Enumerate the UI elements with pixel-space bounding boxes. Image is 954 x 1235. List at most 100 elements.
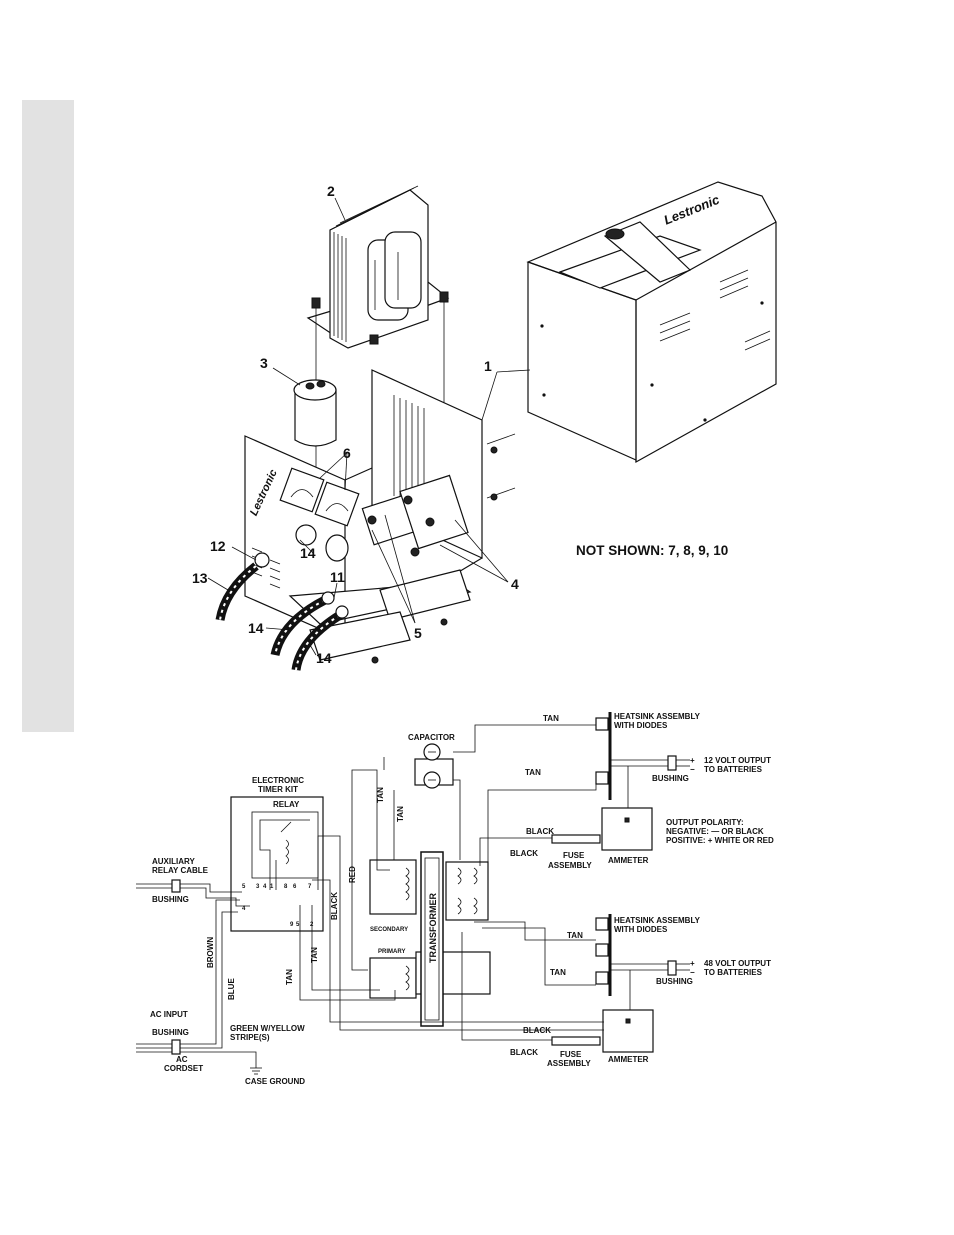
- svg-text:TAN: TAN: [567, 931, 583, 940]
- callout-6: 6: [343, 445, 351, 461]
- svg-text:BLUE: BLUE: [227, 978, 236, 1000]
- callout-numbers: 2 3 1 6 12 13 14 11 14 14 5 4: [192, 183, 519, 666]
- label-bushing-12v: BUSHING: [652, 774, 689, 783]
- plus-12v: +: [690, 756, 695, 765]
- callout-3: 3: [260, 355, 268, 371]
- svg-text:5: 5: [242, 884, 246, 890]
- label-capacitor: CAPACITOR: [408, 733, 455, 742]
- label-heatsink-48v-2: WITH DIODES: [614, 925, 668, 934]
- svg-text:BLACK: BLACK: [523, 1026, 551, 1035]
- callout-2: 2: [327, 183, 335, 199]
- label-timer-kit-1: ELECTRONIC: [252, 776, 304, 785]
- label-polarity-3: POSITIVE: + WHITE OR RED: [666, 836, 774, 845]
- wire-runs: [136, 724, 690, 1060]
- wiring-capacitor: CAPACITOR: [408, 733, 455, 789]
- label-relay: RELAY: [273, 800, 300, 809]
- svg-text:4: 4: [242, 906, 246, 912]
- callout-14a: 14: [300, 545, 316, 561]
- svg-text:TAN: TAN: [525, 768, 541, 777]
- callout-12: 12: [210, 538, 226, 554]
- label-12v-output-1: 12 VOLT OUTPUT: [704, 756, 771, 765]
- label-heatsink-48v-1: HEATSINK ASSEMBLY: [614, 916, 701, 925]
- svg-text:5: 5: [296, 922, 300, 928]
- label-timer-kit-2: TIMER KIT: [258, 785, 298, 794]
- callout-11: 11: [330, 569, 345, 585]
- svg-text:BLACK: BLACK: [526, 827, 554, 836]
- callout-leaders: [207, 197, 531, 656]
- callout-4: 4: [511, 576, 519, 592]
- label-bushing-ac: BUSHING: [152, 1028, 189, 1037]
- svg-text:TAN: TAN: [285, 969, 294, 985]
- label-bushing-48v: BUSHING: [656, 977, 693, 986]
- label-aux-1: AUXILIARY: [152, 857, 195, 866]
- label-ac-input: AC INPUT: [150, 1010, 188, 1019]
- label-transformer: TRANSFORMER: [428, 893, 438, 963]
- label-heatsink-12v-2: WITH DIODES: [614, 721, 668, 730]
- label-fuse-12v-2: ASSEMBLY: [548, 861, 592, 870]
- label-fuse-12v-1: FUSE: [563, 851, 585, 860]
- callout-14c: 14: [316, 650, 332, 666]
- label-fuse-48v-2: ASSEMBLY: [547, 1059, 591, 1068]
- minus-48v: −: [690, 968, 695, 977]
- wiring-transformer: TRANSFORMER SECONDARY PRIMARY: [369, 851, 491, 1027]
- heatsink-48v: HEATSINK ASSEMBLY WITH DIODES + − 48 VOL…: [595, 914, 771, 996]
- page-edge-tab: [22, 100, 74, 732]
- label-cordset-1: AC: [176, 1055, 188, 1064]
- heatsink-12v: HEATSINK ASSEMBLY WITH DIODES + − 12 VOL…: [595, 712, 771, 800]
- svg-text:7: 7: [308, 884, 312, 890]
- electronic-timer-kit: ELECTRONIC TIMER KIT RELAY 5 3 4 1 4 8 6…: [230, 776, 324, 932]
- label-48v-output-1: 48 VOLT OUTPUT: [704, 959, 771, 968]
- charger-chassis: Lestronic: [244, 369, 516, 664]
- svg-text:BROWN: BROWN: [206, 937, 215, 968]
- label-heatsink-12v-1: HEATSINK ASSEMBLY: [614, 712, 701, 721]
- label-primary: PRIMARY: [378, 949, 405, 955]
- label-polarity-2: NEGATIVE: — OR BLACK: [666, 827, 764, 836]
- not-shown-note: NOT SHOWN: 7, 8, 9, 10: [576, 543, 728, 558]
- label-polarity-1: OUTPUT POLARITY:: [666, 818, 744, 827]
- svg-text:4: 4: [263, 884, 267, 890]
- callout-14b: 14: [248, 620, 264, 636]
- label-case-ground: CASE GROUND: [245, 1077, 305, 1086]
- label-secondary: SECONDARY: [370, 927, 408, 933]
- capacitor-part: [293, 379, 337, 447]
- svg-text:TAN: TAN: [376, 787, 385, 803]
- svg-text:TAN: TAN: [310, 947, 319, 963]
- svg-text:1: 1: [270, 884, 274, 890]
- plus-48v: +: [690, 959, 695, 968]
- svg-text:TAN: TAN: [550, 968, 566, 977]
- transformer-part: [306, 185, 450, 470]
- svg-text:RED: RED: [348, 866, 357, 883]
- svg-text:3: 3: [256, 884, 260, 890]
- callout-5: 5: [414, 625, 422, 641]
- callout-13: 13: [192, 570, 208, 586]
- exploded-view: Lestronic: [192, 181, 777, 671]
- label-fuse-48v-1: FUSE: [560, 1050, 582, 1059]
- label-ammeter-48v: AMMETER: [608, 1055, 649, 1064]
- charger-cover: Lestronic: [526, 181, 777, 464]
- ammeter-12v: AMMETER OUTPUT POLARITY: NEGATIVE: — OR …: [548, 807, 774, 870]
- label-bushing-aux: BUSHING: [152, 895, 189, 904]
- svg-text:TAN: TAN: [396, 806, 405, 822]
- wiring-diagram: CAPACITOR HEATSINK ASSEMBLY WITH DIODES …: [136, 712, 774, 1086]
- wire-labels: TAN TAN BLACK BLACK TAN TAN BLACK BLACK …: [206, 714, 583, 1057]
- svg-text:6: 6: [293, 884, 297, 890]
- svg-text:BLACK: BLACK: [510, 849, 538, 858]
- svg-text:9: 9: [290, 922, 294, 928]
- svg-text:BLACK: BLACK: [330, 892, 339, 920]
- callout-1: 1: [484, 358, 492, 374]
- label-12v-output-2: TO BATTERIES: [704, 765, 763, 774]
- svg-text:BLACK: BLACK: [510, 1048, 538, 1057]
- ac-cord-and-output-cables: [215, 552, 349, 671]
- aux-relay-cable: AUXILIARY RELAY CABLE BUSHING: [152, 857, 209, 904]
- svg-text:8: 8: [284, 884, 288, 890]
- label-cordset-2: CORDSET: [164, 1064, 203, 1073]
- label-ammeter-12v: AMMETER: [608, 856, 649, 865]
- ac-input: AC INPUT BUSHING AC CORDSET GREEN W/YELL…: [150, 1010, 305, 1086]
- minus-12v: −: [690, 765, 695, 774]
- ammeter-48v: AMMETER FUSE ASSEMBLY: [547, 1009, 654, 1068]
- label-aux-2: RELAY CABLE: [152, 866, 209, 875]
- svg-text:TAN: TAN: [543, 714, 559, 723]
- label-green-wire-1: GREEN W/YELLOW: [230, 1024, 305, 1033]
- label-green-wire-2: STRIPE(S): [230, 1033, 270, 1042]
